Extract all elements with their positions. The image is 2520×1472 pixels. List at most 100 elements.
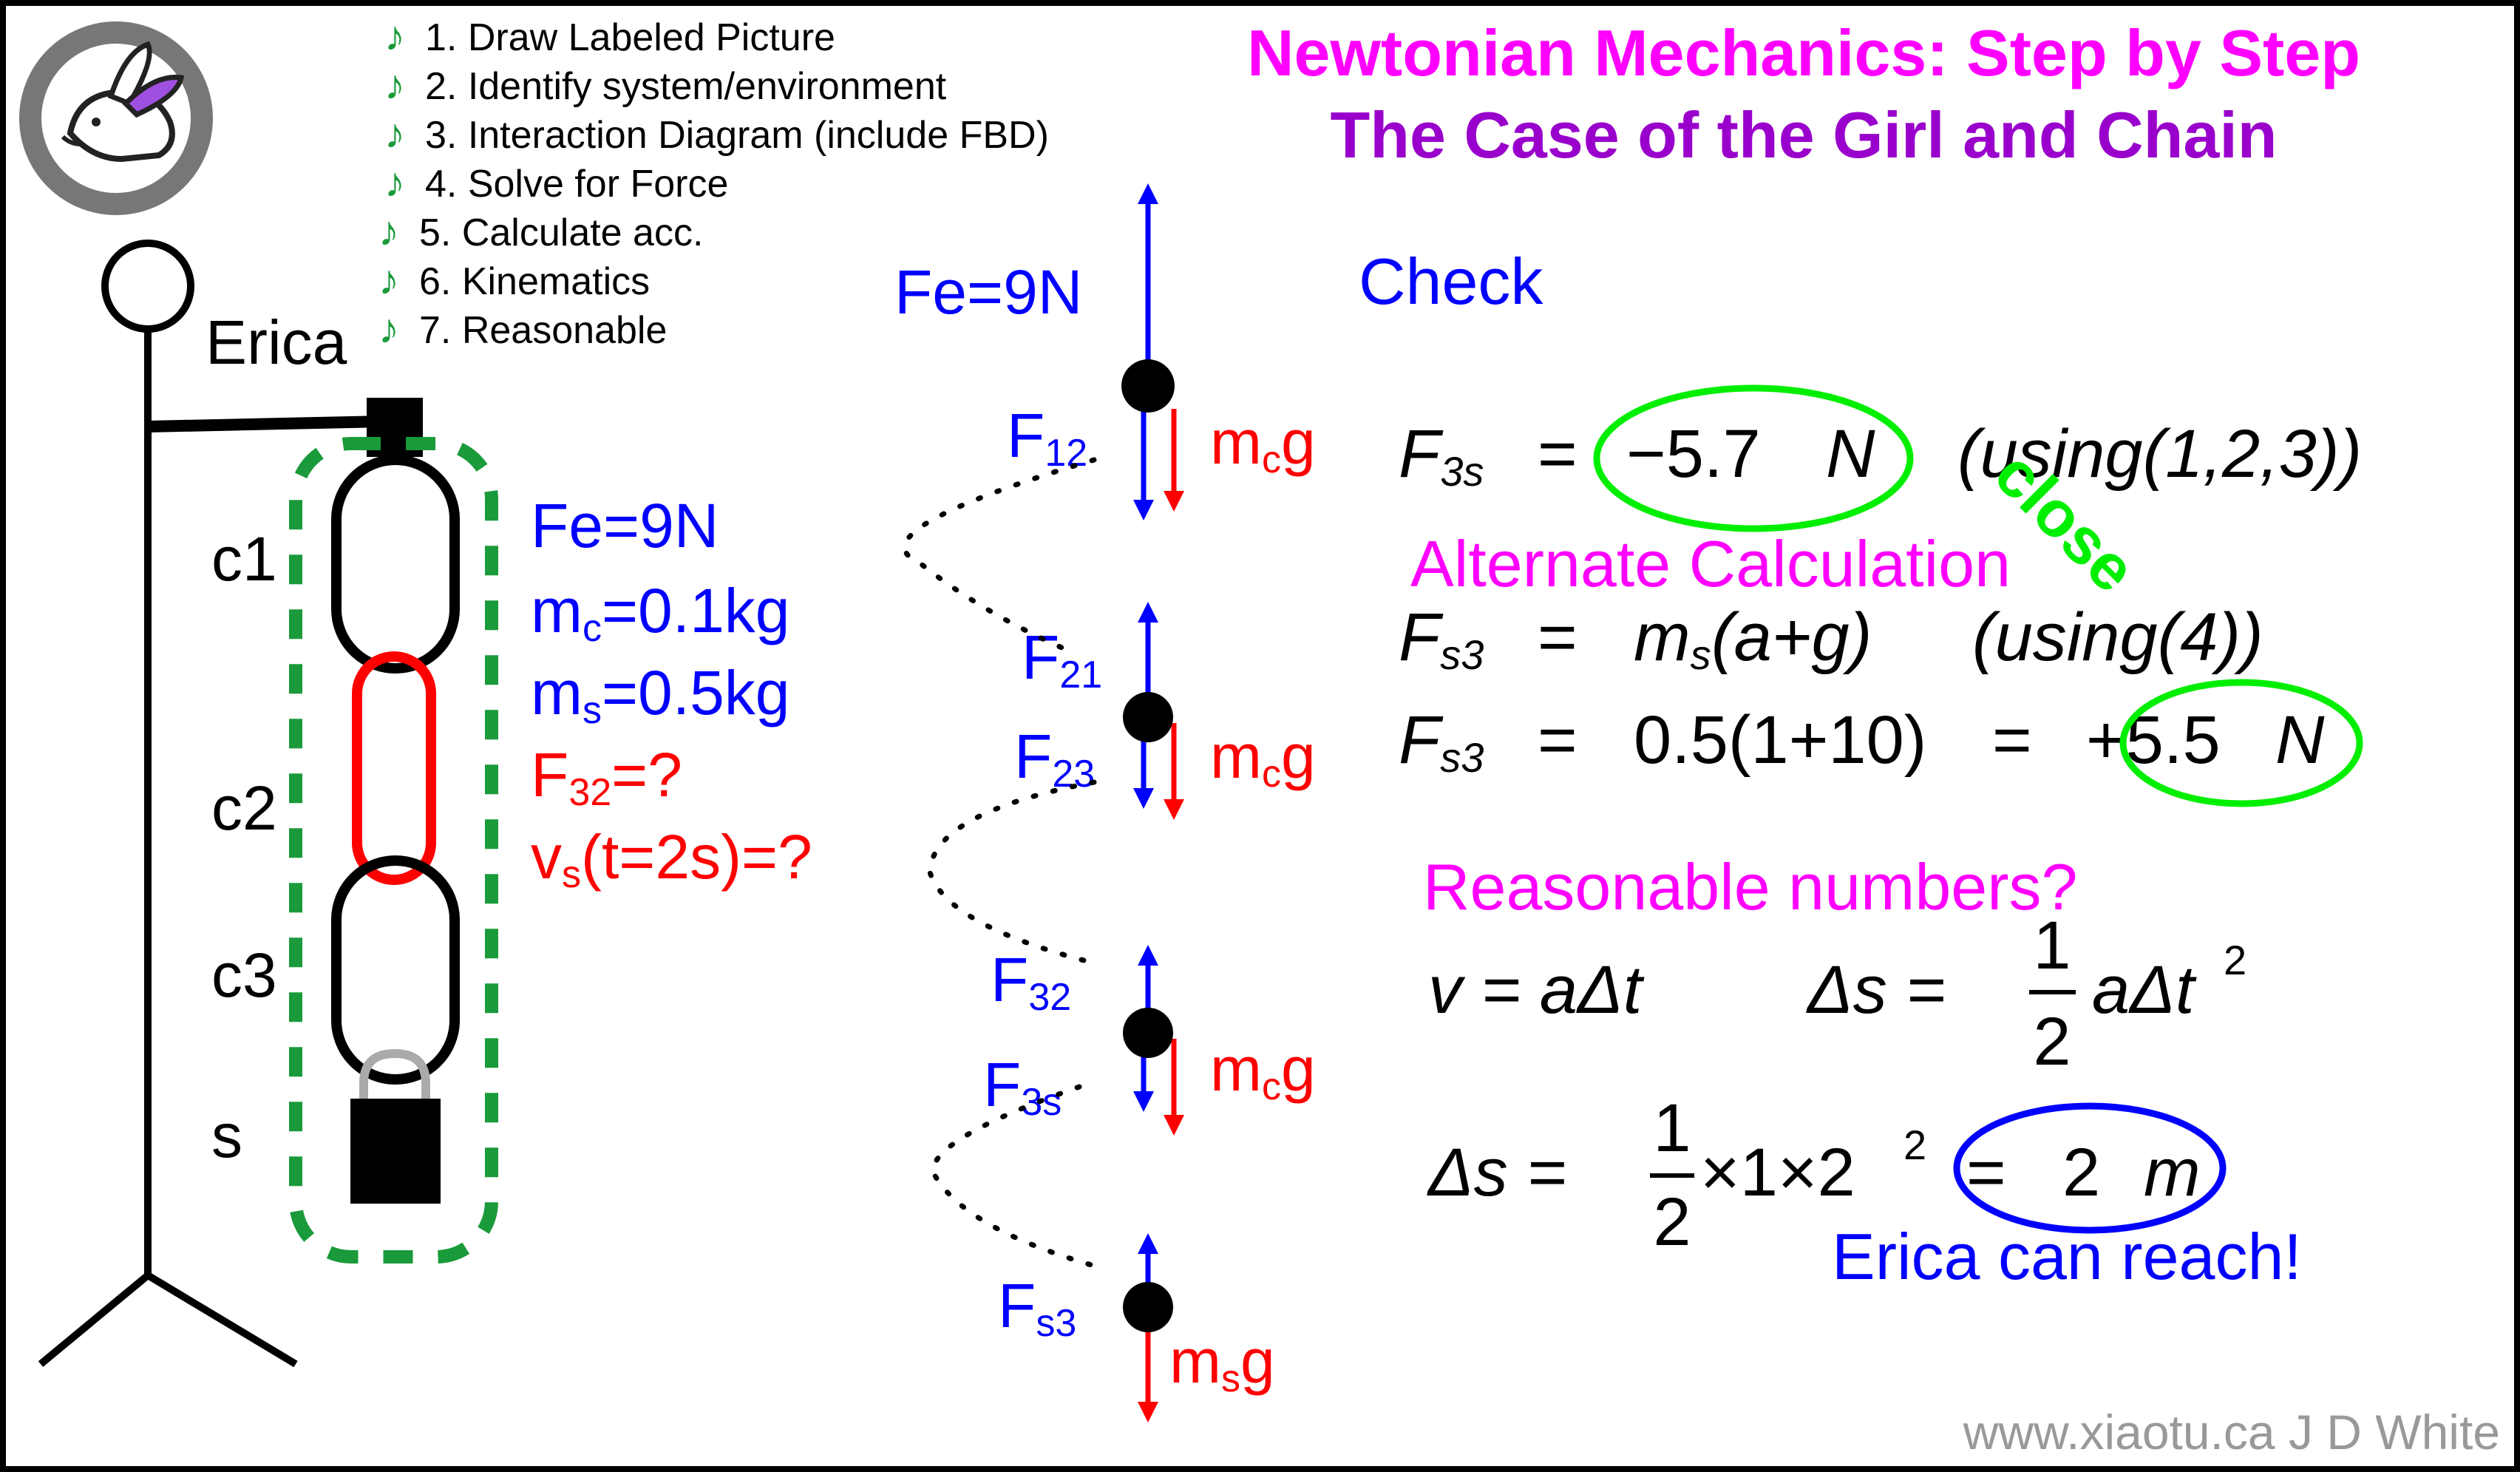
eq1-lhs: F3s xyxy=(1399,416,1484,495)
eq1-note: (using(1,2,3)) xyxy=(1957,416,2362,492)
step-item: ♪ 2. Identify system/environment xyxy=(384,61,947,108)
fbd-f23-label: F23 xyxy=(1014,722,1095,796)
fbd-mcg-label: mcg xyxy=(1210,407,1316,481)
check-equation-1: F3s = −5.7 N (using(1,2,3)) xyxy=(1399,416,2362,495)
music-note-icon: ♪ xyxy=(384,110,405,157)
ds-mid: ×1×2 xyxy=(1700,1135,1855,1210)
link-label-c3: c3 xyxy=(211,940,277,1010)
result-highlight-ellipse xyxy=(2119,679,2363,807)
body-point-c3 xyxy=(1123,1008,1173,1058)
interaction-pair-curve xyxy=(902,457,1097,655)
check-equation-2: Fs3 = ms (a+g) (using(4)) xyxy=(1399,600,2263,678)
eq2-equals: = xyxy=(1538,600,1577,675)
displacement-equation-lhs: Δs = xyxy=(1806,952,1946,1028)
fraction-numerator: 1 xyxy=(2033,908,2071,983)
music-note-icon: ♪ xyxy=(378,305,399,352)
free-body-diagrams: Fe=9N F12 mcg F21 F23 mcg F32 F3s mcg Fs… xyxy=(894,183,1316,1422)
step-label: 1. Draw Labeled Picture xyxy=(425,16,835,59)
eq3-equals: = xyxy=(1538,702,1577,778)
music-note-icon: ♪ xyxy=(378,208,399,254)
unknown-vs: vs(t=2s)=? xyxy=(531,822,812,896)
person-label: Erica xyxy=(206,308,347,377)
check-heading: Check xyxy=(1359,245,1543,318)
link-label-c2: c2 xyxy=(211,773,277,843)
step-label: 4. Solve for Force xyxy=(425,163,728,206)
ds-unit: m xyxy=(2144,1135,2201,1210)
step-label: 2. Identify system/environment xyxy=(425,65,947,108)
steps-list: ♪ 1. Draw Labeled Picture ♪ 2. Identify … xyxy=(378,13,1049,352)
step-label: 5. Calculate acc. xyxy=(419,211,703,254)
given-fe: Fe=9N xyxy=(531,491,719,560)
chain-link-c1 xyxy=(331,455,460,674)
answer-highlight-ellipse xyxy=(1953,1102,2227,1234)
stick-figure xyxy=(38,240,385,1368)
interaction-pair-curve xyxy=(927,779,1097,964)
fraction-denominator: 2 xyxy=(1653,1184,1691,1260)
unknown-f32: F32=? xyxy=(531,740,682,814)
body-point-c2 xyxy=(1123,692,1173,742)
fbd-f3s-label: F3s xyxy=(983,1050,1062,1124)
kinematics-equations: v = aΔt Δs = 1 2 aΔt 2 xyxy=(1428,908,2246,1079)
eq2-mass: ms xyxy=(1634,600,1711,678)
step-item: ♪ 5. Calculate acc. xyxy=(378,208,703,254)
step-item: ♪ 7. Reasonable xyxy=(378,305,667,352)
link-label-s: s xyxy=(211,1101,242,1170)
music-note-icon: ♪ xyxy=(378,257,399,303)
fbd-fs3-label: Fs3 xyxy=(998,1271,1076,1345)
eq2-lhs: Fs3 xyxy=(1399,600,1484,678)
rabbit-logo xyxy=(19,21,213,215)
eq3-unit: N xyxy=(2275,702,2325,778)
system-boundary xyxy=(289,437,498,1264)
eq2-rhs: (a+g) xyxy=(1711,600,1872,675)
displacement-calculation: Δs = 1 2 ×1×2 2 = 2 m xyxy=(1427,1091,2201,1260)
music-note-icon: ♪ xyxy=(384,159,405,206)
step-item: ♪ 3. Interaction Diagram (include FBD) xyxy=(384,110,1049,157)
result-highlight-ellipse xyxy=(1593,384,1914,532)
eq3-value: +5.5 xyxy=(2086,702,2221,778)
ds-lhs: Δs = xyxy=(1427,1135,1566,1210)
eq1-equals: = xyxy=(1538,416,1577,492)
step-item: ♪ 1. Draw Labeled Picture xyxy=(384,13,835,59)
fbd-mcg-label: mcg xyxy=(1210,1034,1316,1108)
body-point-c1 xyxy=(1121,359,1175,413)
link-label-c1: c1 xyxy=(211,524,277,594)
check-equation-3: Fs3 = 0.5(1+10) = +5.5 N xyxy=(1399,702,2325,781)
lock-shackle xyxy=(359,1048,430,1102)
displacement-equation-rhs: aΔt xyxy=(2092,952,2197,1028)
exponent: 2 xyxy=(2224,937,2246,983)
eq3-lhs: Fs3 xyxy=(1399,702,1484,781)
velocity-equation: v = aΔt xyxy=(1428,952,1645,1028)
eq1-value: −5.7 xyxy=(1626,416,1761,492)
conclusion-text: Erica can reach! xyxy=(1832,1220,2302,1293)
fraction-numerator: 1 xyxy=(1653,1091,1691,1166)
eq3-equals-2: = xyxy=(1992,702,2032,778)
eq3-rhs: 0.5(1+10) xyxy=(1634,702,1926,778)
exponent: 2 xyxy=(1903,1122,1926,1168)
step-label: 7. Reasonable xyxy=(419,309,667,352)
fraction-denominator: 2 xyxy=(2033,1004,2071,1079)
alternate-heading: Alternate Calculation xyxy=(1410,527,2011,600)
title-line-2: The Case of the Girl and Chain xyxy=(1330,98,2277,172)
body-point-s xyxy=(1123,1282,1173,1332)
eq1-unit: N xyxy=(1826,416,1875,492)
music-note-icon: ♪ xyxy=(384,13,405,59)
chain xyxy=(331,455,460,1204)
eq2-note: (using(4)) xyxy=(1972,600,2263,675)
music-note-icon: ♪ xyxy=(384,61,405,108)
ds-value: 2 xyxy=(2062,1135,2100,1210)
step-label: 6. Kinematics xyxy=(419,260,650,303)
fbd-f12-label: F12 xyxy=(1007,401,1087,475)
chain-link-c3 xyxy=(331,855,460,1085)
link-labels: c1 c2 c3 s xyxy=(211,524,277,1170)
step-label: 3. Interaction Diagram (include FBD) xyxy=(425,114,1049,157)
lock-body xyxy=(350,1099,441,1204)
given-values: Fe=9N mc=0.1kg ms=0.5kg F32=? vs(t=2s)=? xyxy=(531,491,812,896)
fbd-f21-label: F21 xyxy=(1022,623,1102,696)
given-mc: mc=0.1kg xyxy=(531,576,790,650)
fbd-mcg-label: mcg xyxy=(1210,722,1316,796)
fbd-msg-label: msg xyxy=(1169,1326,1275,1400)
given-ms: ms=0.5kg xyxy=(531,658,790,732)
title-line-1: Newtonian Mechanics: Step by Step xyxy=(1247,16,2360,89)
